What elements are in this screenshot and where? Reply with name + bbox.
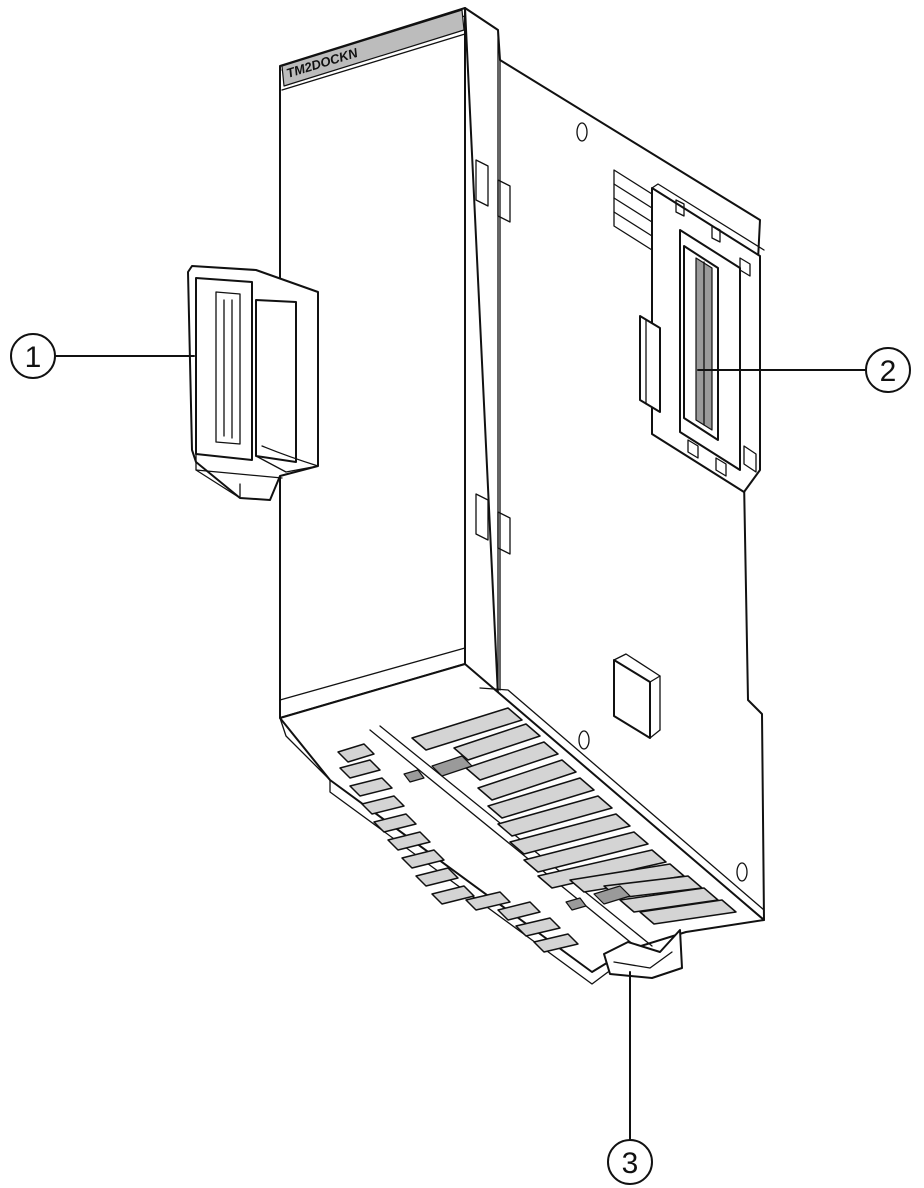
callout-2-label: 2	[880, 355, 897, 388]
callout-1-label: 1	[25, 341, 42, 374]
callout-1: 1	[10, 333, 56, 379]
mounting-hole	[578, 730, 590, 750]
mounting-hole	[736, 862, 748, 882]
vent-slots-left	[337, 743, 587, 953]
callout-3: 3	[607, 1139, 653, 1185]
vent-slots-right	[411, 707, 737, 925]
mounting-hole	[576, 122, 588, 142]
expansion-connector	[613, 169, 765, 493]
callout-2: 2	[865, 347, 911, 393]
callout-3-label: 3	[622, 1147, 639, 1180]
side-bus-connector	[187, 265, 319, 501]
